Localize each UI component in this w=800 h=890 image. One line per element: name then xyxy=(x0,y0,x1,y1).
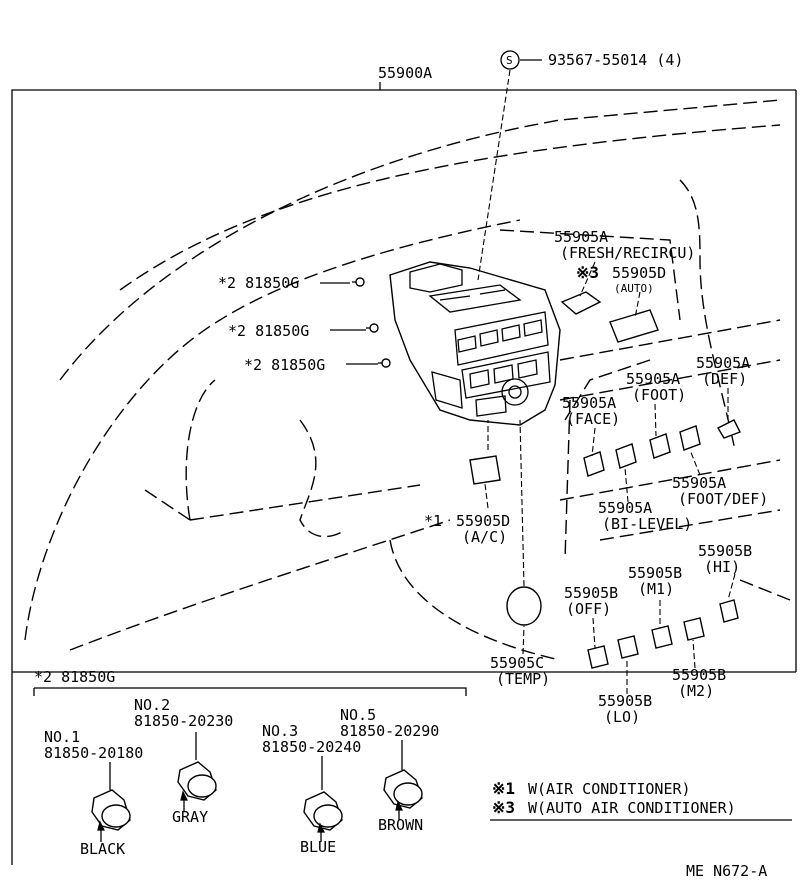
bulb-3-color: BLUE xyxy=(300,838,336,856)
bulb-3-no: NO.3 xyxy=(262,722,298,740)
off-number: 55905B xyxy=(564,584,618,602)
ac-button xyxy=(469,455,501,485)
bulb-2-part: 81850-20230 xyxy=(134,712,233,730)
bi-level-desc: (BI-LEVEL) xyxy=(602,515,692,533)
screw-symbol: S xyxy=(506,54,513,67)
temp-knob xyxy=(506,586,542,626)
bulb-5-no: NO.5 xyxy=(340,706,376,724)
lo-number: 55905B xyxy=(598,692,652,710)
bulb-1-part: 81850-20180 xyxy=(44,744,143,762)
leader-lines xyxy=(320,69,736,694)
heater-control-panel xyxy=(389,261,561,426)
face-button xyxy=(583,451,605,477)
foot-def-button xyxy=(679,425,701,451)
screw-label: 93567-55014 (4) xyxy=(548,51,683,69)
auto-number: 55905D xyxy=(612,264,666,282)
bulb-socket-3 xyxy=(378,358,391,368)
hi-desc: (HI) xyxy=(704,558,740,576)
bulb-3-part: 81850-20240 xyxy=(262,738,361,756)
bulb-1-no: NO.1 xyxy=(44,728,80,746)
note-3-text: W(AUTO AIR CONDITIONER) xyxy=(528,799,736,817)
m1-desc: (M1) xyxy=(638,580,674,598)
bi-level-number: 55905A xyxy=(598,499,652,517)
inset-title: *2 81850G xyxy=(34,668,115,686)
hi-button xyxy=(719,599,739,623)
bulb-sockets xyxy=(352,277,391,368)
def-desc: (DEF) xyxy=(702,370,747,388)
lo-button xyxy=(617,635,639,659)
bi-level-button xyxy=(615,443,637,469)
note-1-mark: ※1 xyxy=(492,779,515,798)
bulb-2-color: GRAY xyxy=(172,808,208,826)
bulb-socket-2 xyxy=(366,323,379,333)
foot-number: 55905A xyxy=(626,370,680,388)
foot-def-number: 55905A xyxy=(672,474,726,492)
bulb-variant-3: NO.3 81850-20240 BLUE xyxy=(262,722,361,856)
temp-desc: (TEMP) xyxy=(496,670,550,688)
notes: ※1 W(AIR CONDITIONER) ※3 W(AUTO AIR COND… xyxy=(490,779,792,821)
button-knobs xyxy=(469,291,741,669)
foot-desc: (FOOT) xyxy=(632,386,686,404)
face-desc: (FACE) xyxy=(566,410,620,428)
m2-desc: (M2) xyxy=(678,682,714,700)
bulb-variant-5: NO.5 81850-20290 BROWN xyxy=(340,706,439,834)
bulb-socket-1 xyxy=(352,277,365,287)
off-desc: (OFF) xyxy=(566,600,611,618)
foot-def-desc: (FOOT/DEF) xyxy=(678,490,768,508)
bulb-variant-1: NO.1 81850-20180 BLACK xyxy=(44,728,143,858)
note-1-text: W(AIR CONDITIONER) xyxy=(528,780,691,798)
bulb-label-2: *2 81850G xyxy=(228,322,309,340)
foot-button xyxy=(649,433,671,459)
m2-number: 55905B xyxy=(672,666,726,684)
assembly-label: 55900A xyxy=(378,64,432,82)
assembly-frame xyxy=(11,89,797,865)
bulb-5-color: BROWN xyxy=(378,816,423,834)
part-labels: 55900A S 93567-55014 (4) *2 81850G *2 81… xyxy=(218,50,768,726)
dashboard-outline xyxy=(24,99,791,661)
face-number: 55905A xyxy=(562,394,616,412)
auto-mark: ※3 xyxy=(576,263,599,282)
fresh-recirc-number: 55905A xyxy=(554,228,608,246)
figure-code: ME N672-A xyxy=(686,862,767,880)
fresh-recirc-desc: (FRESH/RECIRCU) xyxy=(560,244,695,262)
m1-button xyxy=(651,625,673,649)
bulb-variant-2: NO.2 81850-20230 GRAY xyxy=(134,696,233,826)
lo-desc: (LO) xyxy=(604,708,640,726)
auto-button xyxy=(609,309,659,343)
off-button xyxy=(587,645,609,669)
hi-number: 55905B xyxy=(698,542,752,560)
m1-number: 55905B xyxy=(628,564,682,582)
note-3-mark: ※3 xyxy=(492,798,515,817)
bulb-5-part: 81850-20290 xyxy=(340,722,439,740)
bulb-1-color: BLACK xyxy=(80,840,125,858)
ac-desc: (A/C) xyxy=(462,528,507,546)
ac-number: 55905D xyxy=(456,512,510,530)
auto-desc: (AUTO) xyxy=(614,282,654,295)
def-button xyxy=(717,419,741,439)
bulb-label-3: *2 81850G xyxy=(244,356,325,374)
fresh-recirc-button xyxy=(560,291,602,315)
ac-mark: *1 xyxy=(424,512,442,530)
screw-symbol-circle xyxy=(500,50,520,70)
bulb-inset: *2 81850G NO.1 81850-20180 BLACK NO.2 81… xyxy=(33,668,467,858)
bulb-2-no: NO.2 xyxy=(134,696,170,714)
temp-number: 55905C xyxy=(490,654,544,672)
bulb-label-1: *2 81850G xyxy=(218,274,299,292)
def-number: 55905A xyxy=(696,354,750,372)
m2-button xyxy=(683,617,705,641)
